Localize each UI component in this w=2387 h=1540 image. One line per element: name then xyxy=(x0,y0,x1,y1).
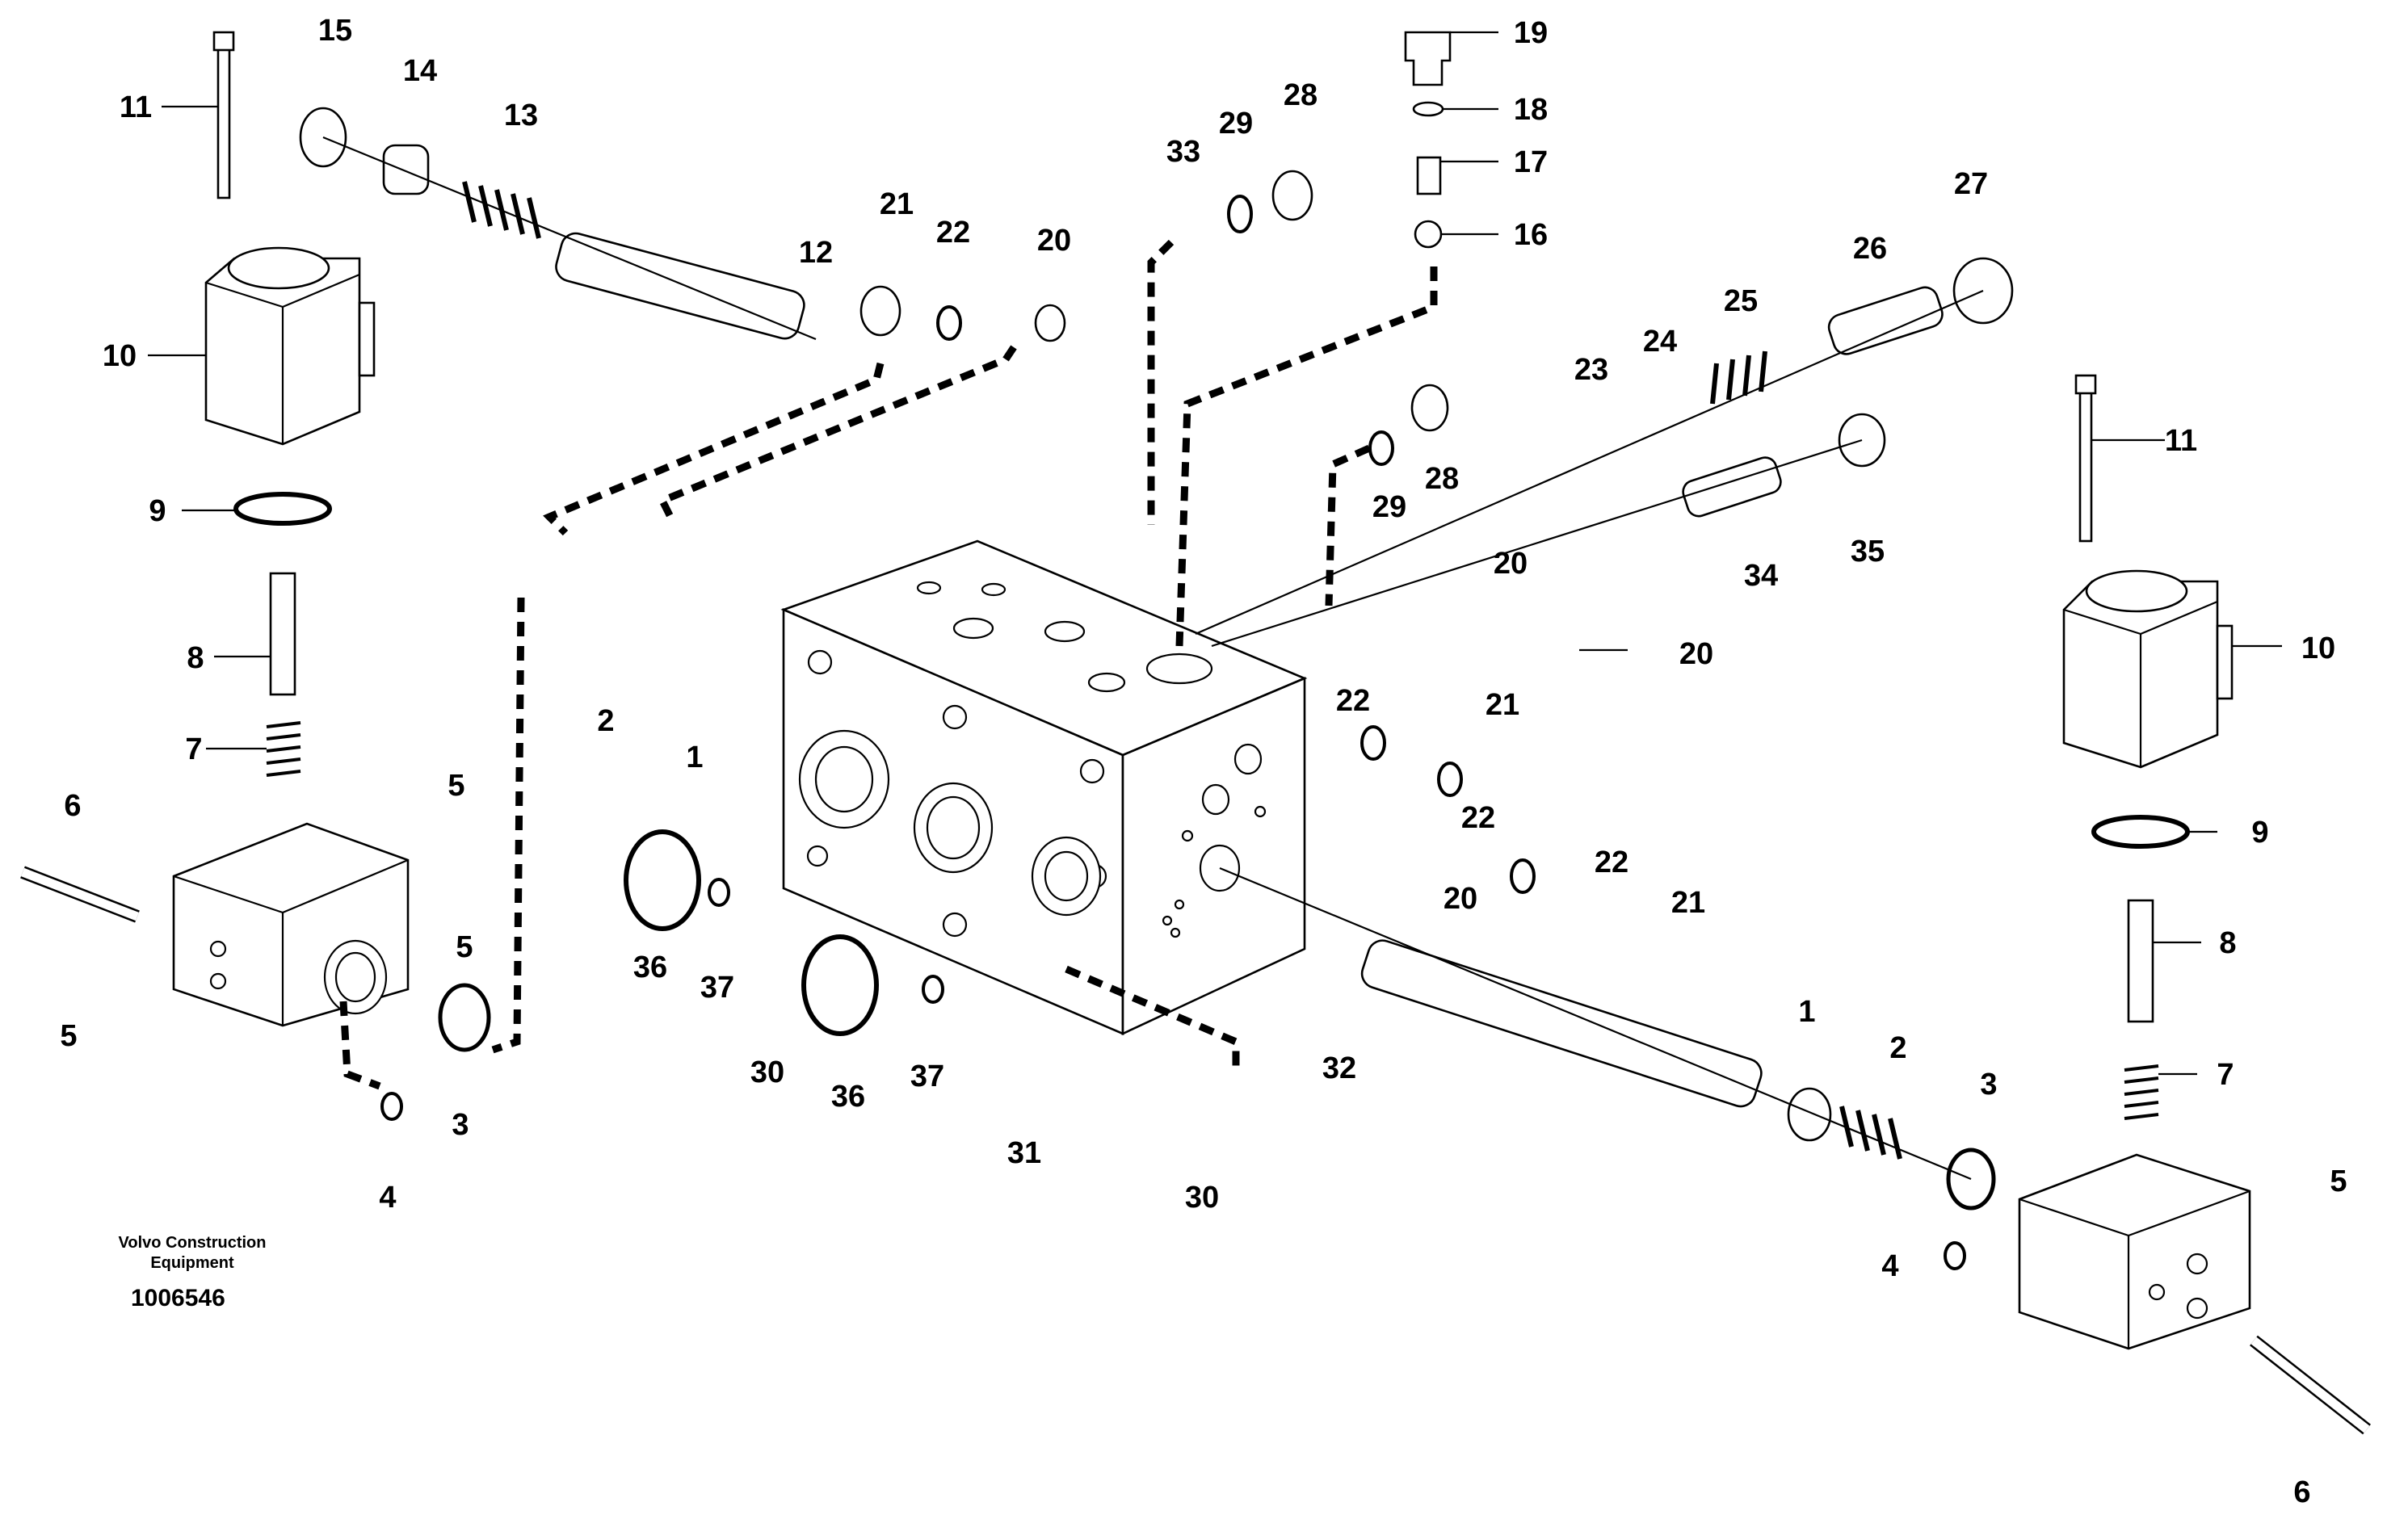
caption-line-1: Volvo Construction xyxy=(119,1234,267,1252)
upper-spool-stack xyxy=(299,107,817,341)
part-label: 1 xyxy=(1798,995,1815,1029)
part-label: 35 xyxy=(1851,535,1885,569)
part-label: 34 xyxy=(1744,559,1778,593)
part-label: 5 xyxy=(456,930,473,964)
part-label: 14 xyxy=(403,54,437,88)
part-label: 17 xyxy=(1514,145,1548,179)
document-number: 1006546 xyxy=(131,1285,225,1311)
part-label: 21 xyxy=(880,187,914,221)
part-label: 31 xyxy=(1007,1136,1041,1170)
part-label: 22 xyxy=(1595,846,1628,879)
part-label: 21 xyxy=(1671,886,1705,920)
part-label: 21 xyxy=(1486,688,1519,722)
main-valve-block xyxy=(780,539,1308,1036)
part-label: 2 xyxy=(1889,1031,1906,1065)
lower-spool-stack xyxy=(1219,867,1972,1181)
part-label: 28 xyxy=(1425,462,1459,496)
leader-lines xyxy=(148,31,2282,1076)
part-label: 1 xyxy=(686,741,703,774)
dashed-routing xyxy=(339,239,1438,1090)
caption-line-2: Equipment xyxy=(150,1254,234,1272)
part-label: 8 xyxy=(187,641,204,675)
part-label: 4 xyxy=(379,1181,396,1215)
part-label: 8 xyxy=(2219,926,2236,960)
part-label: 20 xyxy=(1494,547,1528,581)
part-label: 10 xyxy=(2301,632,2335,665)
part-label: 32 xyxy=(1322,1051,1356,1085)
part-label: 9 xyxy=(149,494,166,528)
part-label: 23 xyxy=(1574,353,1608,387)
part-label: 5 xyxy=(448,769,464,803)
part-label: 37 xyxy=(700,971,734,1005)
part-label: 33 xyxy=(1166,135,1200,169)
part-label: 20 xyxy=(1037,224,1071,258)
part-label: 22 xyxy=(1461,801,1495,835)
right-spool-stack xyxy=(1195,257,2014,648)
top-plug-stack xyxy=(859,31,1452,432)
part-label: 22 xyxy=(1336,684,1370,718)
part-label: 30 xyxy=(1185,1181,1219,1215)
part-label: 13 xyxy=(504,99,538,132)
part-label: 3 xyxy=(452,1108,469,1142)
part-label: 2 xyxy=(597,704,614,738)
part-label: 9 xyxy=(2251,816,2268,850)
part-label: 6 xyxy=(2293,1475,2310,1509)
o-rings xyxy=(380,195,1996,1270)
part-label: 3 xyxy=(1980,1068,1997,1101)
part-label: 36 xyxy=(633,950,667,984)
part-label: 30 xyxy=(750,1055,784,1089)
part-labels: 1 1 2 2 3 3 4 4 5 5 5 5 6 6 7 7 8 8 9 9 … xyxy=(60,14,2347,1509)
part-label: 22 xyxy=(936,216,970,250)
part-label: 7 xyxy=(185,732,202,766)
part-label: 5 xyxy=(2330,1164,2347,1198)
part-label: 28 xyxy=(1284,78,1317,112)
part-label: 18 xyxy=(1514,93,1548,127)
part-label: 11 xyxy=(120,90,152,124)
part-label: 26 xyxy=(1853,232,1887,266)
part-label: 27 xyxy=(1954,167,1988,201)
part-label: 19 xyxy=(1514,16,1548,50)
part-label: 15 xyxy=(318,14,352,48)
caption: Volvo Construction Equipment 1006546 xyxy=(119,1234,267,1311)
part-label: 6 xyxy=(64,789,81,823)
part-label: 10 xyxy=(103,339,137,373)
part-label: 29 xyxy=(1372,490,1406,524)
part-label: 29 xyxy=(1219,107,1253,141)
part-label: 11 xyxy=(2165,424,2197,458)
left-solenoid-assembly xyxy=(20,31,410,1027)
part-label: 20 xyxy=(1444,882,1477,916)
part-label: 16 xyxy=(1514,218,1548,252)
part-label: 7 xyxy=(2217,1058,2234,1092)
part-label: 5 xyxy=(60,1019,77,1053)
part-label: 37 xyxy=(910,1060,944,1093)
part-label: 20 xyxy=(1679,637,1713,671)
part-label: 25 xyxy=(1724,284,1758,318)
part-label: 36 xyxy=(831,1080,865,1114)
right-solenoid-assembly xyxy=(2018,374,2371,1435)
part-label: 12 xyxy=(799,236,833,270)
part-label: 4 xyxy=(1881,1249,1898,1283)
part-label: 24 xyxy=(1643,325,1677,359)
